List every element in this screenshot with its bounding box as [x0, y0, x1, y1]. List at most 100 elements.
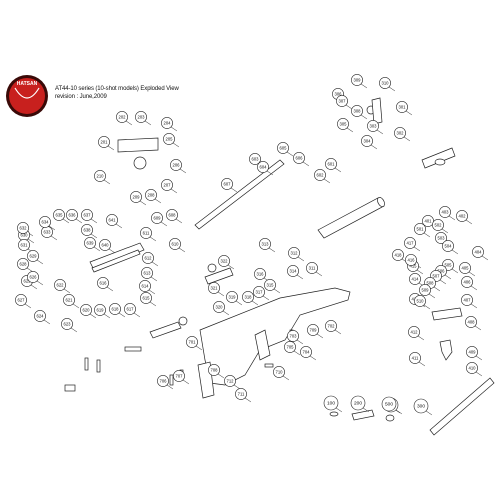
callout-label: 505 — [445, 263, 453, 268]
callout-label: 301 — [399, 105, 407, 110]
leader-line — [296, 274, 304, 280]
leader-line — [334, 167, 342, 173]
callout-label: 711 — [238, 392, 245, 397]
valve-knob-shape — [207, 263, 217, 273]
leader-line — [24, 303, 32, 309]
part-callout-210: 210 — [94, 170, 106, 182]
part-callout-636: 636 — [66, 209, 78, 221]
callout-circle — [361, 135, 373, 147]
leader-line — [48, 225, 56, 231]
leader-line — [470, 285, 478, 291]
callout-label: 624 — [37, 314, 45, 319]
callout-circle — [169, 238, 181, 250]
leader-line — [233, 384, 241, 390]
part-callout-303: 303 — [367, 120, 379, 132]
callout-label: 417 — [407, 241, 415, 246]
part-callout-320: 320 — [213, 301, 225, 313]
leader-line — [439, 279, 447, 285]
part-callout-607: 607 — [221, 178, 233, 190]
part-callout-615: 615 — [140, 292, 152, 304]
callout-label: 639 — [87, 241, 95, 246]
part-callout-604: 604 — [257, 161, 269, 173]
part-callout-635: 635 — [53, 209, 65, 221]
part-callout-617: 617 — [124, 303, 136, 315]
part-callout-703: 703 — [287, 330, 299, 342]
leader-line — [423, 232, 431, 238]
callout-circle — [351, 74, 363, 86]
leader-line — [179, 168, 187, 174]
leader-line — [465, 219, 473, 225]
callout-circle — [419, 284, 431, 296]
leader-line — [27, 238, 35, 244]
callout-label: 640 — [102, 243, 110, 248]
callout-circle — [461, 294, 473, 306]
leader-line — [150, 276, 158, 282]
callout-label: 416 — [408, 258, 416, 263]
gauge-body-shape — [371, 97, 383, 125]
callout-circle — [293, 152, 305, 164]
callout-label: 312 — [291, 251, 299, 256]
callout-circle — [17, 222, 29, 234]
callout-label: 606 — [296, 156, 304, 161]
callout-circle — [170, 159, 182, 171]
leader-line — [118, 312, 126, 318]
callout-label: 205 — [166, 137, 174, 142]
leader-line — [62, 218, 70, 224]
part-callout-401: 401 — [422, 215, 434, 227]
leader-line — [217, 291, 225, 297]
callout-circle — [109, 303, 121, 315]
leader-line — [154, 198, 162, 204]
callout-label: 100 — [327, 401, 335, 407]
leader-line — [470, 303, 478, 309]
leader-line — [360, 83, 368, 89]
part-callout-304: 304 — [361, 135, 373, 147]
part-callout-631: 631 — [18, 239, 30, 251]
callout-label: 704 — [303, 350, 311, 355]
callout-label: 504 — [445, 244, 453, 249]
callout-label: 208 — [148, 193, 156, 198]
part-callout-204: 204 — [161, 117, 173, 129]
leader-line — [286, 151, 294, 157]
breech-ring-shape — [434, 158, 446, 166]
callout-label: 638 — [84, 228, 92, 233]
part-callout-614: 614 — [139, 280, 151, 292]
callout-label: 409 — [469, 350, 477, 355]
leader-line — [170, 126, 178, 132]
callout-label: 602 — [317, 173, 325, 178]
part-callout-610: 610 — [169, 238, 181, 250]
leader-line — [360, 114, 368, 120]
callout-circle — [224, 375, 236, 387]
callout-circle — [404, 237, 416, 249]
callout-circle — [124, 303, 136, 315]
leader-line — [433, 286, 441, 292]
callout-circle — [221, 178, 233, 190]
pin-shape — [264, 363, 274, 368]
leader-line — [273, 288, 281, 294]
part-callout-322: 322 — [218, 255, 230, 267]
part-callout-302: 302 — [394, 127, 406, 139]
callout-label: 605 — [280, 146, 288, 151]
callout-label: 635 — [56, 213, 64, 218]
leader-line — [323, 178, 331, 184]
callout-label: 510 — [417, 299, 425, 304]
callout-circle — [27, 271, 39, 283]
logo-text: HATSAN — [17, 81, 38, 87]
action-rail-shape — [91, 249, 141, 273]
callout-circle — [288, 247, 300, 259]
callout-label: 308 — [354, 109, 362, 114]
callout-label: 318 — [245, 295, 253, 300]
leader-line — [103, 179, 111, 185]
part-callout-624: 624 — [34, 310, 46, 322]
leader-line — [416, 269, 424, 275]
callout-label: 641 — [109, 218, 117, 223]
spring-shape — [84, 357, 89, 371]
callout-circle — [61, 318, 73, 330]
callout-label: 210 — [97, 174, 105, 179]
part-callout-207: 207 — [161, 179, 173, 191]
part-callout-623: 623 — [61, 318, 73, 330]
leader-line — [475, 371, 483, 377]
callout-circle — [254, 268, 266, 280]
callout-label: 618 — [112, 307, 120, 312]
leader-line — [107, 145, 115, 151]
